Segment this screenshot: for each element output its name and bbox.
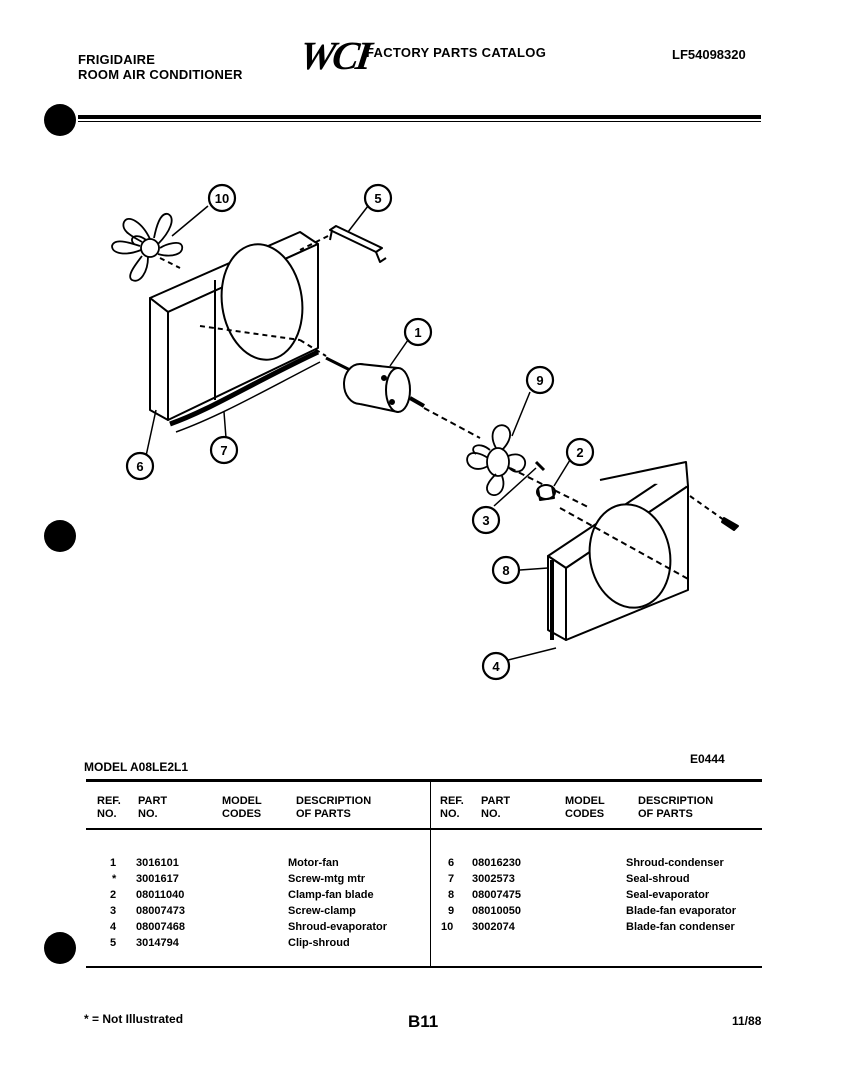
part-description: Shroud-evaporator [288,921,388,933]
part-no: 3016101 [136,857,179,869]
ref-no: 2 [110,889,117,901]
ref-no: 5 [110,937,117,949]
svg-text:6: 6 [136,459,143,474]
binder-hole-middle [44,520,76,552]
part-no: 08007468 [136,921,185,933]
evaporator-shroud-drawing [547,461,689,641]
part-description: Screw-mtg mtr [288,873,366,885]
part-description: Blade-fan evaporator [626,905,737,917]
callout-1: 1 [403,317,433,347]
part-no: 3014794 [136,937,179,949]
header-rule [78,115,761,119]
table-column-divider [430,782,431,966]
part-no: 3002074 [472,921,515,933]
brand-name: FRIGIDAIRE [78,52,156,67]
callout-6: 6 [125,451,155,481]
header-rule-thin [78,121,761,122]
part-description: Blade-fan condenser [626,921,735,933]
svg-text:9: 9 [536,373,543,388]
catalog-date: 11/88 [732,1014,762,1028]
callout-2: 2 [565,437,595,467]
callout-4: 4 [481,651,511,681]
evaporator-fan-blade-drawing [466,424,527,497]
not-illustrated-note: * = Not Illustrated [84,1012,184,1026]
svg-text:8: 8 [502,563,509,578]
binder-hole-bottom [44,932,76,964]
part-description: Seal-shroud [626,873,690,885]
catalog-number: LF54098320 [672,47,746,62]
part-no: 08007473 [136,905,185,917]
ref-no: 6 [448,857,455,869]
part-description: Motor-fan [288,857,339,869]
catalog-title: FACTORY PARTS CATALOG [366,45,547,60]
condenser-shroud-drawing [149,231,319,421]
part-no: 08010050 [472,905,521,917]
callout-7: 7 [209,435,239,465]
clamp-fan-blade-drawing [536,484,556,501]
part-description: Screw-clamp [288,905,356,917]
header-ref-no-left: REF.NO. [97,795,121,820]
page-number: B11 [408,1012,439,1031]
model-label: MODEL A08LE2L1 [84,760,189,774]
part-no: 3002573 [472,873,515,885]
condenser-fan-blade-drawing [111,213,184,282]
part-description: Seal-evaporator [626,889,710,901]
part-description: Clamp-fan blade [288,889,374,901]
callout-3: 3 [471,505,501,535]
svg-text:4: 4 [492,659,500,674]
motor-drawing [325,356,425,413]
svg-text:7: 7 [220,443,227,458]
product-name: ROOM AIR CONDITIONER [78,67,243,82]
diagram-code: E0444 [690,752,725,766]
ref-no: 4 [110,921,117,933]
table-top-rule [86,779,762,782]
callout-8: 8 [491,555,521,585]
svg-text:5: 5 [374,191,381,206]
header-ref-no-right: REF.NO. [440,795,464,820]
part-no: 08007475 [472,889,521,901]
clip-shroud-drawing [329,225,387,263]
header-brand-block: FRIGIDAIRE ROOM AIR CONDITIONER [78,52,243,82]
ref-no: 3 [110,905,117,917]
ref-no: * [112,873,117,885]
svg-text:2: 2 [576,445,583,460]
ref-no: 8 [448,889,455,901]
callout-5: 5 [363,183,393,213]
ref-no: 7 [448,873,455,885]
part-no: 3001617 [136,873,179,885]
svg-text:10: 10 [215,191,229,206]
ref-no: 9 [448,905,455,917]
ref-no: 1 [110,857,117,869]
exploded-parts-diagram: 10 5 1 9 2 3 6 7 8 4 [111,183,739,681]
callout-10: 10 [207,183,237,213]
part-no: 08011040 [136,889,185,901]
svg-text:3: 3 [482,513,489,528]
part-no: 08016230 [472,857,521,869]
binder-hole-top [44,104,76,136]
table-bottom-rule [86,966,762,968]
callout-9: 9 [525,365,555,395]
svg-text:1: 1 [414,325,421,340]
part-description: Clip-shroud [288,937,350,949]
part-description: Shroud-condenser [626,857,724,869]
table-header-rule [86,828,762,830]
ref-no: 10 [441,921,454,933]
